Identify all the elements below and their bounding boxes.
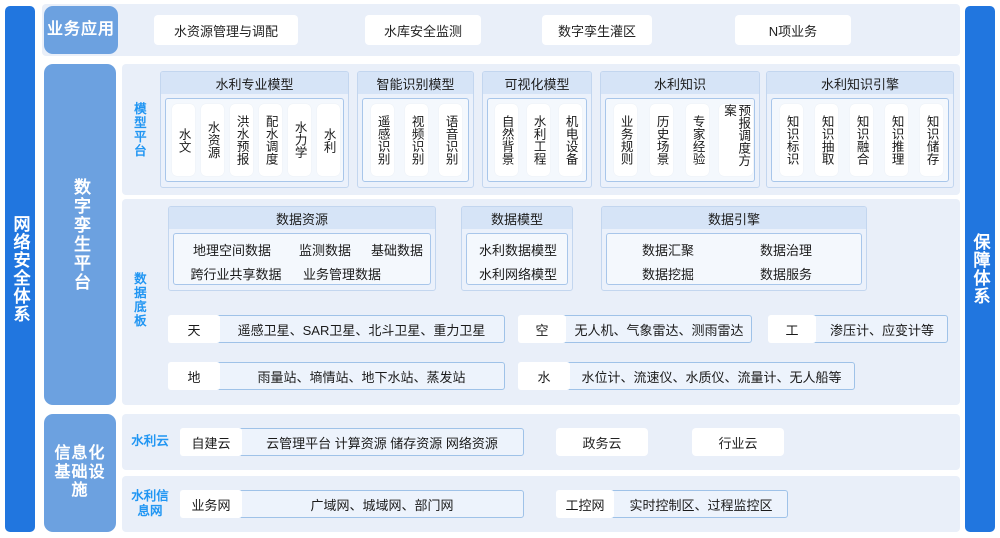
group-body: 数据汇聚 数据治理 数据挖掘 数据服务 bbox=[606, 233, 862, 285]
group-body: 业务规则 历史场景 专家经验 预报调度方案 bbox=[605, 98, 755, 182]
group-hydraulic-knowledge: 水利知识 业务规则 历史场景 专家经验 预报调度方案 bbox=[600, 71, 760, 188]
group-title: 可视化模型 bbox=[483, 72, 591, 94]
cloud-key-self-built[interactable]: 自建云 bbox=[180, 428, 242, 456]
group-body: 知识标识 知识抽取 知识融合 知识推理 知识储存 bbox=[771, 98, 949, 182]
sensing-value-air[interactable]: 无人机、气象雷达、测雨雷达 bbox=[560, 315, 752, 343]
sensing-value-ground[interactable]: 雨量站、墒情站、地下水站、蒸发站 bbox=[212, 362, 505, 390]
model-chip[interactable]: 水利工程 bbox=[527, 104, 550, 176]
data-resource-item[interactable]: 跨行业共享数据 bbox=[184, 262, 288, 284]
business-app-item-3[interactable]: 数字孪生灌区 bbox=[542, 15, 652, 45]
group-hydraulic-knowledge-engine: 水利知识引擎 知识标识 知识抽取 知识融合 知识推理 知识储存 bbox=[766, 71, 954, 188]
knowledge-chip[interactable]: 预报调度方案 bbox=[719, 104, 753, 176]
network-value-industrial-control[interactable]: 实时控制区、过程监控区 bbox=[608, 490, 788, 518]
model-chip[interactable]: 水资源 bbox=[201, 104, 224, 176]
model-chip[interactable]: 水利 bbox=[317, 104, 340, 176]
right-vertical-bar-guarantee-system: 保障体系 bbox=[965, 6, 995, 532]
data-model-item[interactable]: 水利网络模型 bbox=[467, 262, 569, 284]
group-title: 数据模型 bbox=[462, 207, 572, 229]
knowledge-engine-chip[interactable]: 知识储存 bbox=[920, 104, 943, 176]
model-chip[interactable]: 视频识别 bbox=[405, 104, 428, 176]
category-informatization-infrastructure[interactable]: 信息化基础设施 bbox=[44, 414, 116, 532]
category-digital-twin-platform[interactable]: 数字孪生平台 bbox=[44, 64, 116, 405]
group-title: 数据引擎 bbox=[602, 207, 866, 229]
group-body: 水文 水资源 洪水预报 配水调度 水力学 水利 bbox=[165, 98, 344, 182]
group-title: 水利知识 bbox=[601, 72, 759, 94]
business-app-item-2[interactable]: 水库安全监测 bbox=[365, 15, 481, 45]
group-title: 水利知识引擎 bbox=[767, 72, 953, 94]
data-resource-item[interactable]: 监测数据 bbox=[292, 238, 358, 260]
knowledge-chip[interactable]: 专家经验 bbox=[686, 104, 709, 176]
sensing-value-engineering[interactable]: 渗压计、应变计等 bbox=[810, 315, 948, 343]
model-chip[interactable]: 水力学 bbox=[288, 104, 311, 176]
group-title: 智能识别模型 bbox=[358, 72, 473, 94]
knowledge-engine-chip[interactable]: 知识标识 bbox=[780, 104, 803, 176]
knowledge-chip[interactable]: 历史场景 bbox=[650, 104, 673, 176]
group-hydraulic-professional-model: 水利专业模型 水文 水资源 洪水预报 配水调度 水力学 水利 bbox=[160, 71, 349, 188]
sensing-key-air[interactable]: 空 bbox=[518, 315, 566, 343]
sensing-key-ground[interactable]: 地 bbox=[168, 362, 220, 390]
group-data-model: 数据模型 水利数据模型 水利网络模型 bbox=[461, 206, 573, 291]
knowledge-engine-chip[interactable]: 知识推理 bbox=[885, 104, 908, 176]
knowledge-engine-chip[interactable]: 知识抽取 bbox=[815, 104, 838, 176]
business-app-item-1[interactable]: 水资源管理与调配 bbox=[154, 15, 298, 45]
model-chip[interactable]: 水文 bbox=[172, 104, 195, 176]
group-body: 水利数据模型 水利网络模型 bbox=[466, 233, 568, 285]
model-chip[interactable]: 机电设备 bbox=[559, 104, 582, 176]
data-engine-item[interactable]: 数据治理 bbox=[753, 238, 819, 260]
network-value-business[interactable]: 广域网、城域网、部门网 bbox=[234, 490, 524, 518]
model-chip[interactable]: 自然背景 bbox=[495, 104, 518, 176]
category-business-application[interactable]: 业务应用 bbox=[44, 6, 118, 54]
sublabel-data-base-plate: 数据底板 bbox=[124, 262, 152, 338]
data-engine-item[interactable]: 数据挖掘 bbox=[635, 262, 701, 284]
cloud-extra-government[interactable]: 政务云 bbox=[556, 428, 648, 456]
sublabel-water-information-network: 水利信息网 bbox=[126, 486, 174, 522]
data-resource-item[interactable]: 基础数据 bbox=[364, 238, 430, 260]
data-resource-item[interactable]: 业务管理数据 bbox=[296, 262, 388, 284]
group-body: 自然背景 水利工程 机电设备 bbox=[487, 98, 587, 182]
group-visualization-model: 可视化模型 自然背景 水利工程 机电设备 bbox=[482, 71, 592, 188]
business-app-item-4[interactable]: N项业务 bbox=[735, 15, 851, 45]
model-chip[interactable]: 配水调度 bbox=[259, 104, 282, 176]
data-model-item[interactable]: 水利数据模型 bbox=[467, 238, 569, 260]
knowledge-chip[interactable]: 业务规则 bbox=[614, 104, 637, 176]
sublabel-water-cloud: 水利云 bbox=[128, 432, 172, 452]
data-resource-item[interactable]: 地理空间数据 bbox=[184, 238, 280, 260]
left-vertical-bar-network-security: 网络安全体系 bbox=[5, 6, 35, 532]
group-data-resources: 数据资源 地理空间数据 监测数据 基础数据 跨行业共享数据 业务管理数据 bbox=[168, 206, 436, 291]
sensing-key-sky[interactable]: 天 bbox=[168, 315, 220, 343]
group-intelligent-recognition-model: 智能识别模型 遥感识别 视频识别 语音识别 bbox=[357, 71, 474, 188]
sensing-value-water[interactable]: 水位计、流速仪、水质仪、流量计、无人船等 bbox=[562, 362, 855, 390]
sublabel-model-platform: 模型平台 bbox=[124, 92, 152, 168]
group-body: 遥感识别 视频识别 语音识别 bbox=[362, 98, 469, 182]
network-key-industrial-control[interactable]: 工控网 bbox=[556, 490, 614, 518]
group-title: 水利专业模型 bbox=[161, 72, 348, 94]
group-body: 地理空间数据 监测数据 基础数据 跨行业共享数据 业务管理数据 bbox=[173, 233, 431, 285]
group-title: 数据资源 bbox=[169, 207, 435, 229]
data-engine-item[interactable]: 数据服务 bbox=[753, 262, 819, 284]
cloud-value-resources[interactable]: 云管理平台 计算资源 储存资源 网络资源 bbox=[234, 428, 524, 456]
data-engine-item[interactable]: 数据汇聚 bbox=[635, 238, 701, 260]
model-chip[interactable]: 洪水预报 bbox=[230, 104, 253, 176]
sensing-key-water[interactable]: 水 bbox=[518, 362, 570, 390]
sensing-value-sky[interactable]: 遥感卫星、SAR卫星、北斗卫星、重力卫星 bbox=[212, 315, 505, 343]
cloud-extra-industry[interactable]: 行业云 bbox=[692, 428, 784, 456]
network-key-business[interactable]: 业务网 bbox=[180, 490, 242, 518]
sensing-key-engineering[interactable]: 工 bbox=[768, 315, 816, 343]
knowledge-engine-chip[interactable]: 知识融合 bbox=[850, 104, 873, 176]
sublabel-line: 水利信息网 bbox=[129, 489, 171, 519]
group-data-engine: 数据引擎 数据汇聚 数据治理 数据挖掘 数据服务 bbox=[601, 206, 867, 291]
model-chip[interactable]: 遥感识别 bbox=[371, 104, 394, 176]
model-chip[interactable]: 语音识别 bbox=[439, 104, 462, 176]
